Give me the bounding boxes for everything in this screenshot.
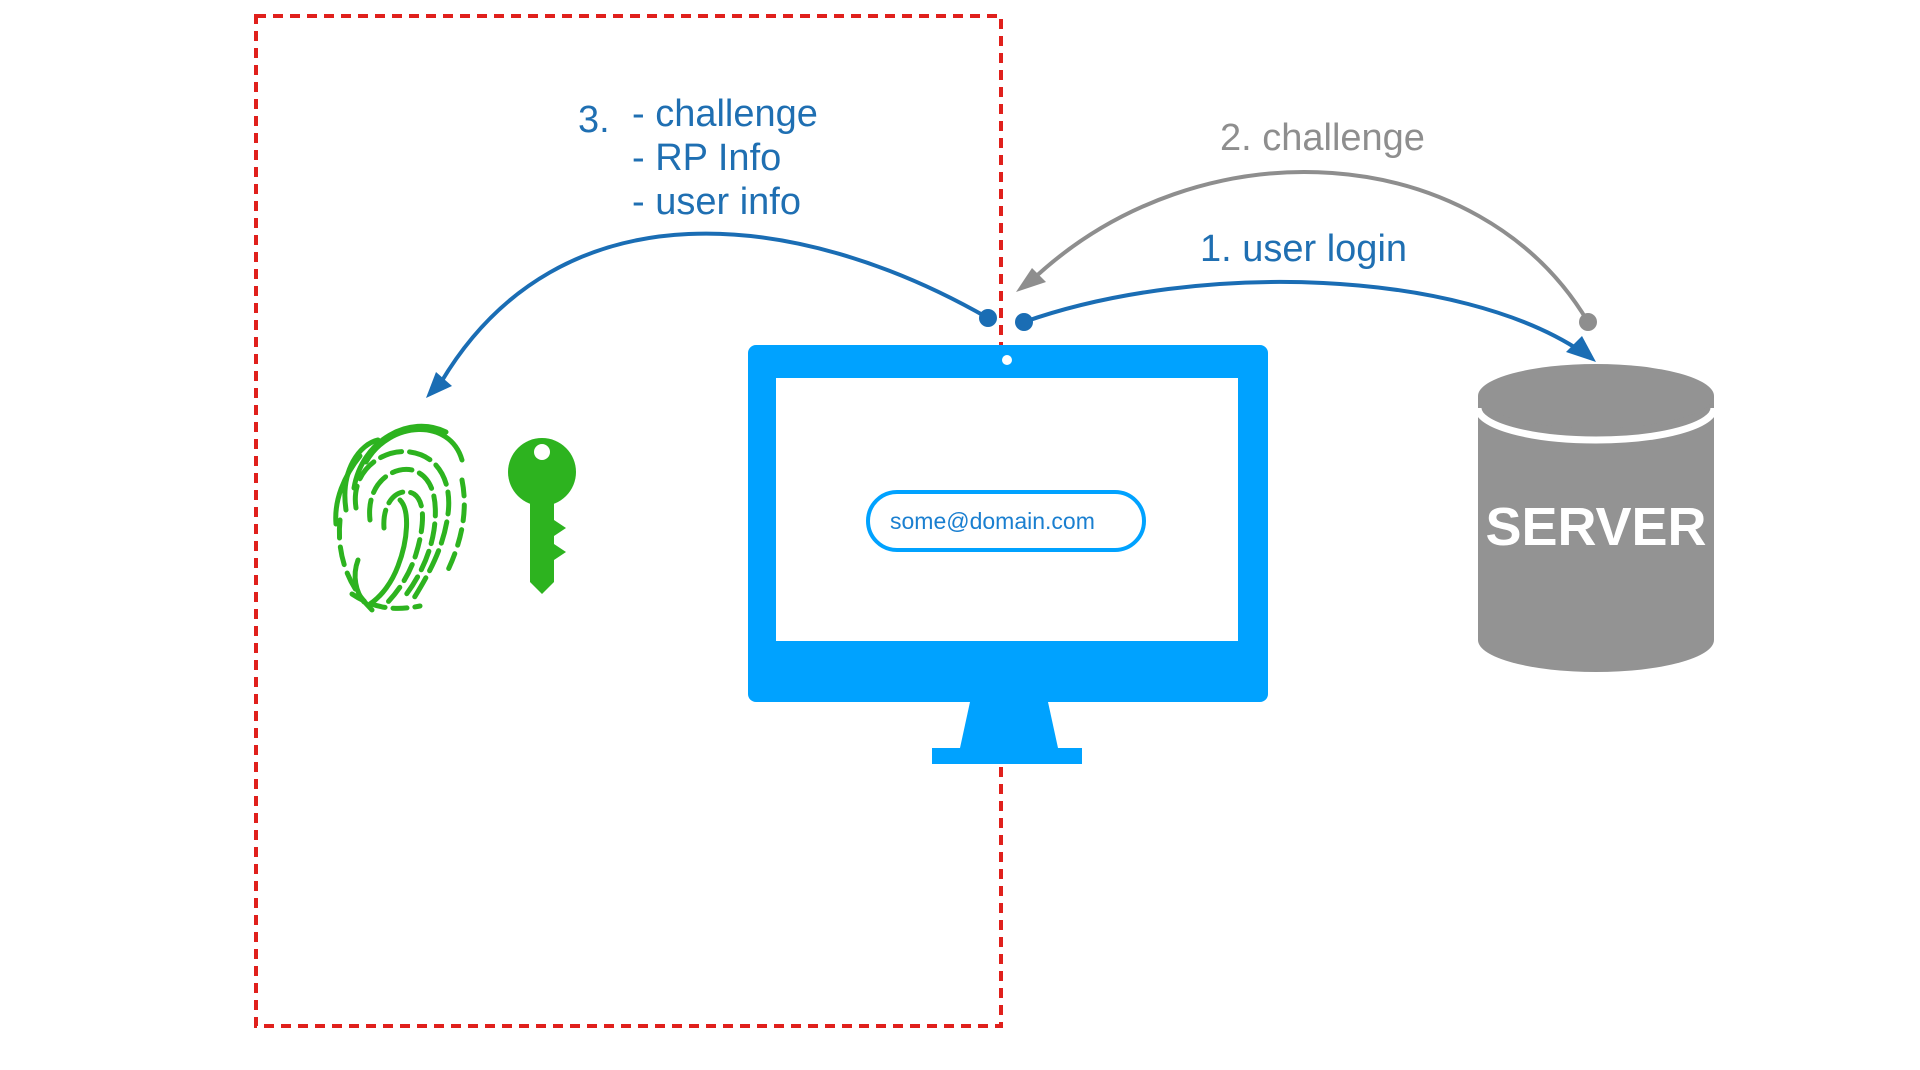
- arrow-authenticator-request: [426, 231, 997, 398]
- server-database-icon: SERVER: [1474, 364, 1718, 672]
- step3-item-challenge: - challenge: [632, 93, 818, 135]
- email-value: some@domain.com: [890, 508, 1095, 534]
- step1-label: 1. user login: [1200, 228, 1407, 270]
- step3-item-rp-info: - RP Info: [632, 137, 781, 179]
- arrow-challenge: [1016, 170, 1597, 331]
- arrow-user-login: [1015, 279, 1596, 362]
- step2-label: 2. challenge: [1220, 117, 1425, 159]
- step3-number: 3.: [578, 99, 610, 141]
- computer-monitor-icon: [748, 345, 1268, 764]
- server-label: SERVER: [1485, 497, 1706, 557]
- fingerprint-icon: [333, 423, 467, 613]
- email-field[interactable]: some@domain.com: [866, 490, 1146, 552]
- key-icon: [508, 438, 576, 594]
- step3-item-user-info: - user info: [632, 181, 801, 223]
